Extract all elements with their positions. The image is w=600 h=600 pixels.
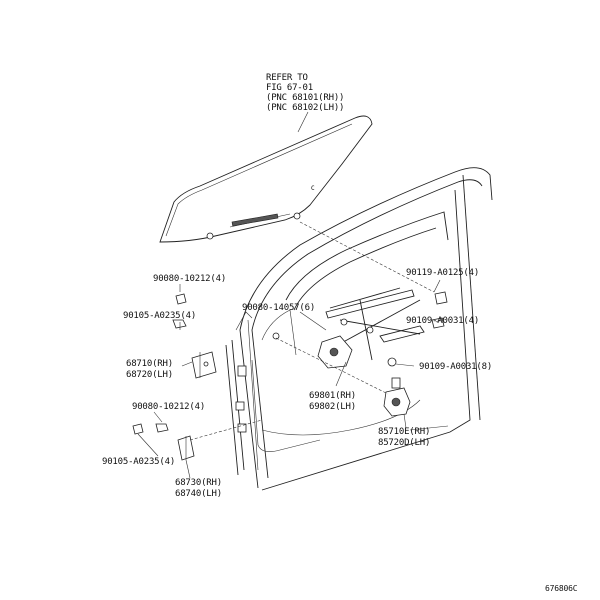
glass-ref-line-2: FIG 67-01 [266, 83, 313, 93]
glass-leader-line [297, 111, 309, 133]
door-frame [225, 167, 493, 491]
callout-90119-a0125: 90119-A0125(4) [406, 268, 480, 278]
callout-68730-rh: 68730(RH) [175, 478, 222, 488]
callout-68740-lh: 68740(LH) [175, 489, 222, 499]
callout-90109-a0031-4: 90109-A0031(4) [406, 316, 480, 326]
callout-69802-lh: 69802(LH) [309, 402, 356, 412]
glass-ref-line-3: (PNC 68101(RH)) [266, 93, 345, 103]
callout-68720-lh: 68720(LH) [126, 370, 173, 380]
callout-90080-14057: 90080-14057(6) [242, 303, 316, 313]
leader-lines [137, 221, 449, 479]
fasteners [132, 291, 448, 435]
upper-hinge [191, 351, 217, 379]
callout-69801-rh: 69801(RH) [309, 391, 356, 401]
callout-90105-a0235-lower: 90105-A0235(4) [102, 457, 176, 467]
callout-90080-10212-lower: 90080-10212(4) [132, 402, 206, 412]
glass-ref-line-1: REFER TO [266, 73, 308, 83]
svg-text:C: C [311, 185, 315, 192]
callout-68710-rh: 68710(RH) [126, 359, 173, 369]
callout-85710e-rh: 85710E(RH) [378, 427, 431, 437]
figure-code: 676806C [545, 584, 578, 593]
regulator-motor [383, 377, 411, 417]
lower-hinge [177, 435, 195, 461]
window-regulator [317, 287, 425, 369]
callout-90080-10212-upper: 90080-10212(4) [153, 274, 227, 284]
callout-85720d-lh: 85720D(LH) [378, 438, 431, 448]
glass-ref-line-4: (PNC 68102(LH)) [266, 103, 345, 113]
callout-90109-a0031-8: 90109-A0031(8) [419, 362, 493, 372]
callout-90105-a0235-upper: 90105-A0235(4) [123, 311, 197, 321]
door-glass: C [159, 115, 373, 243]
